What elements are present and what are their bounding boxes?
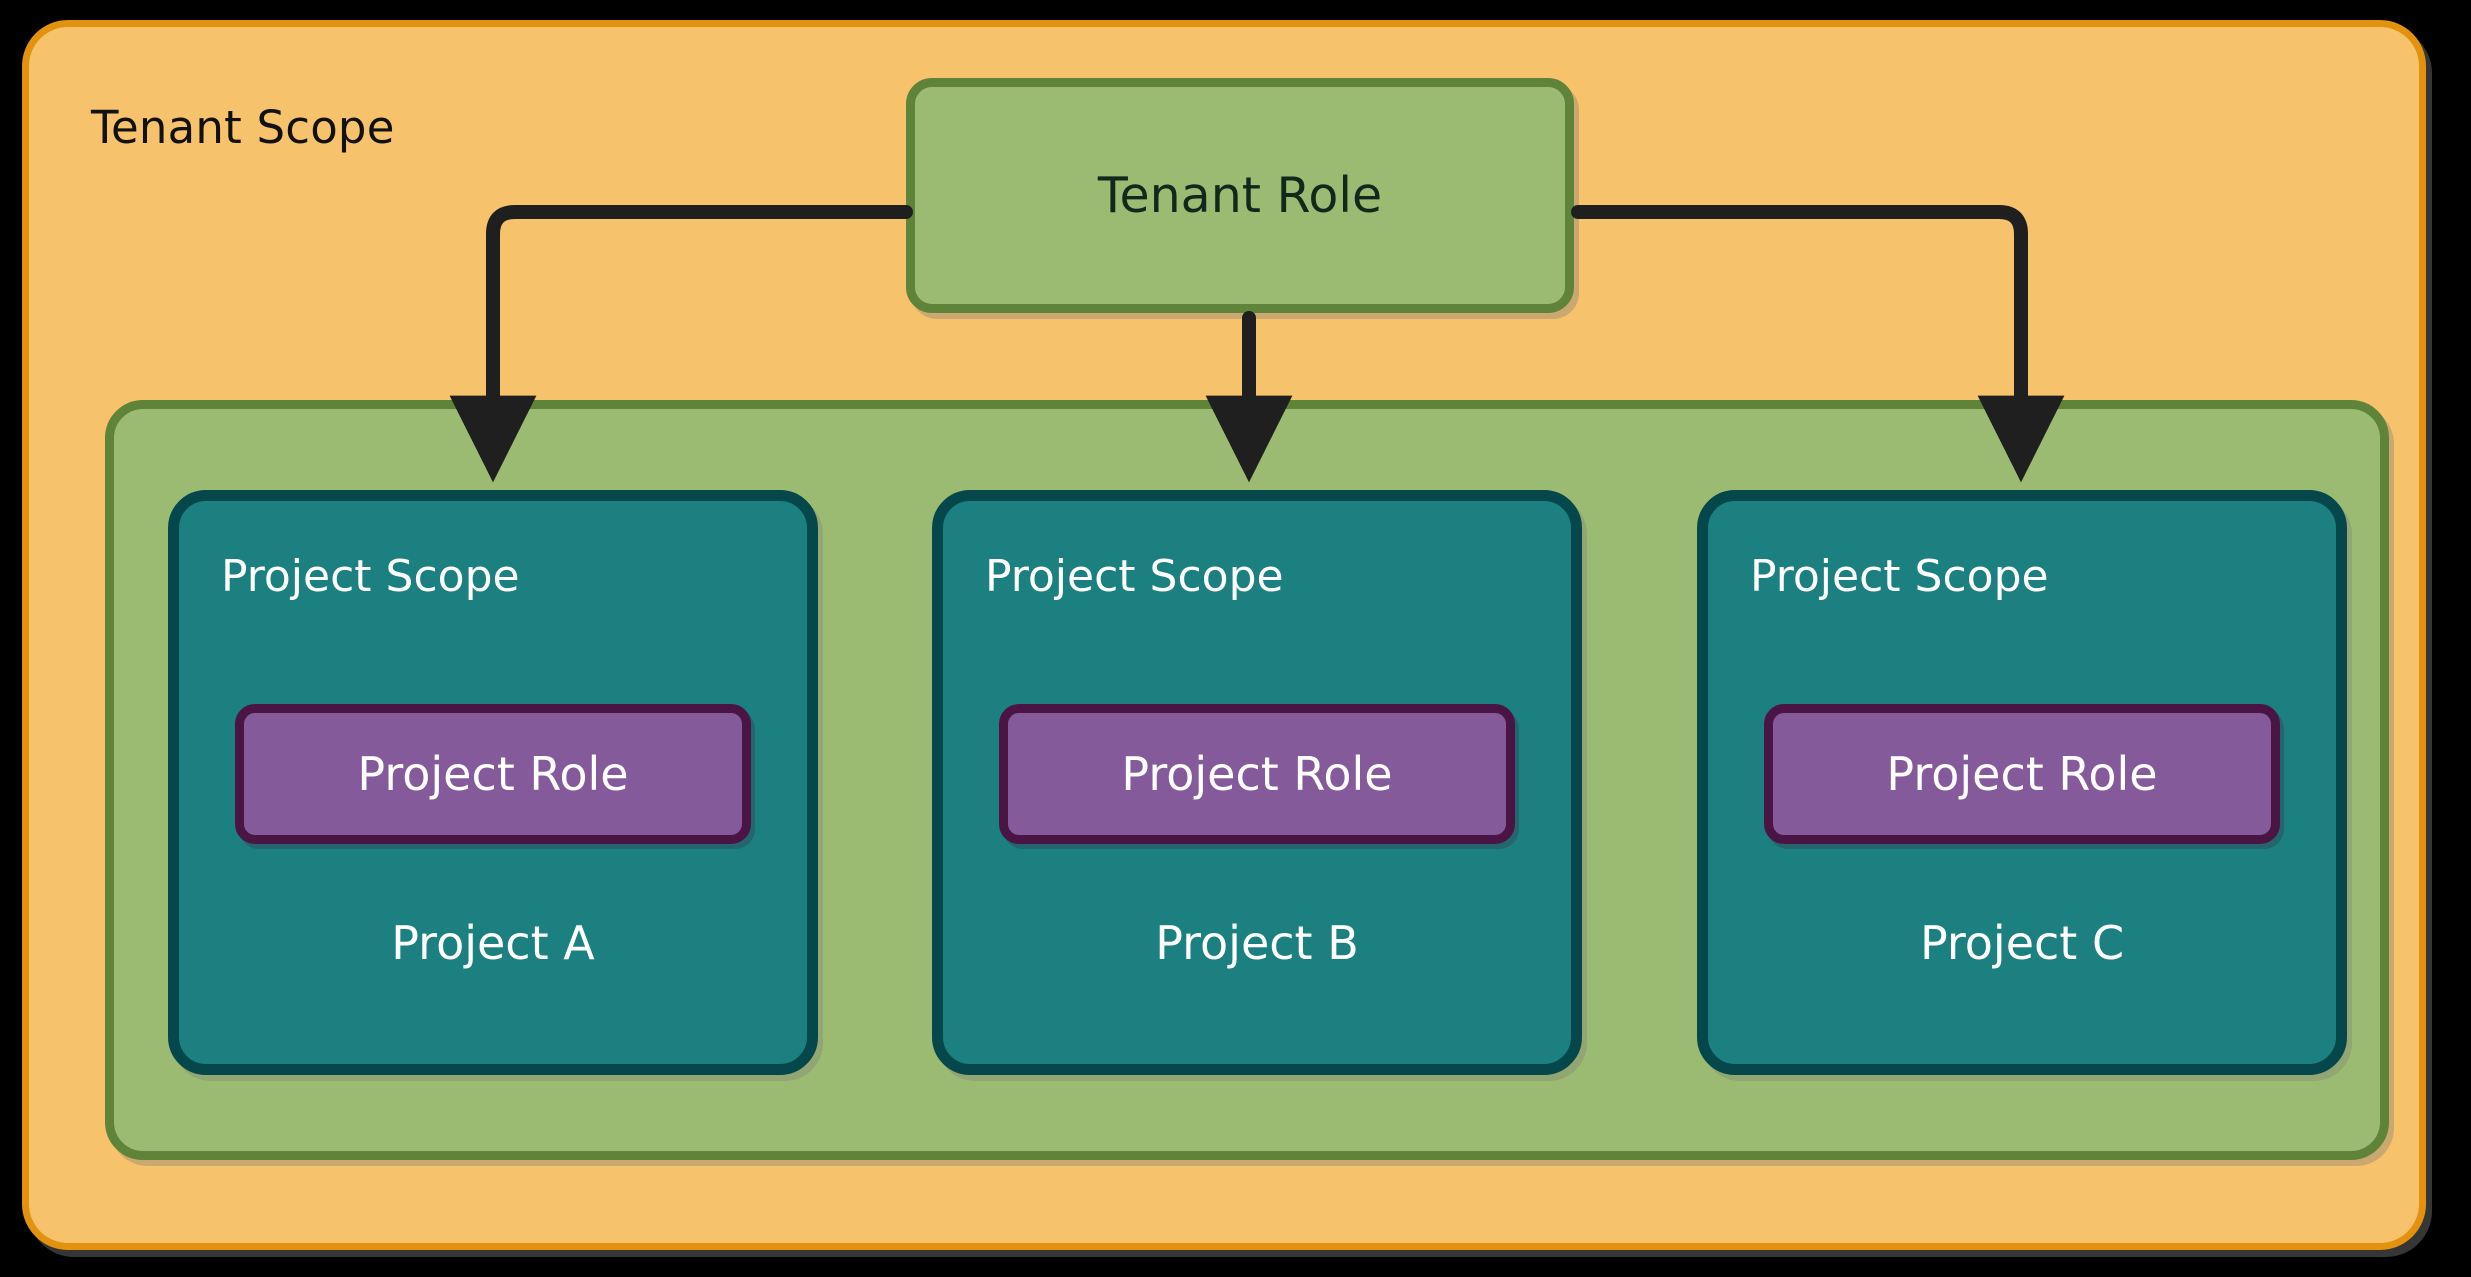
- project-role-node-a[interactable]: Project Role: [235, 704, 751, 844]
- tenant-role-node[interactable]: Tenant Role: [906, 78, 1574, 313]
- project-role-node-c[interactable]: Project Role: [1764, 704, 2280, 844]
- project-scope-card-c[interactable]: Project Scope Project Role Project C: [1697, 490, 2347, 1075]
- project-name-label: Project C: [1919, 916, 2125, 970]
- project-scope-card-b[interactable]: Project Scope Project Role Project B: [932, 490, 1582, 1075]
- project-role-label: Project Role: [357, 747, 629, 801]
- project-role-label: Project Role: [1121, 747, 1393, 801]
- project-scope-label: Project Scope: [985, 551, 1284, 602]
- project-scope-label: Project Scope: [221, 551, 520, 602]
- tenant-scope-label: Tenant Scope: [91, 101, 395, 154]
- project-name-label: Project B: [1155, 916, 1359, 970]
- project-role-node-b[interactable]: Project Role: [999, 704, 1515, 844]
- project-scope-label: Project Scope: [1750, 551, 2049, 602]
- project-role-label: Project Role: [1886, 747, 2158, 801]
- tenant-role-label: Tenant Role: [1097, 167, 1383, 224]
- project-name-label: Project A: [391, 916, 595, 970]
- project-scope-card-a[interactable]: Project Scope Project Role Project A: [168, 490, 818, 1075]
